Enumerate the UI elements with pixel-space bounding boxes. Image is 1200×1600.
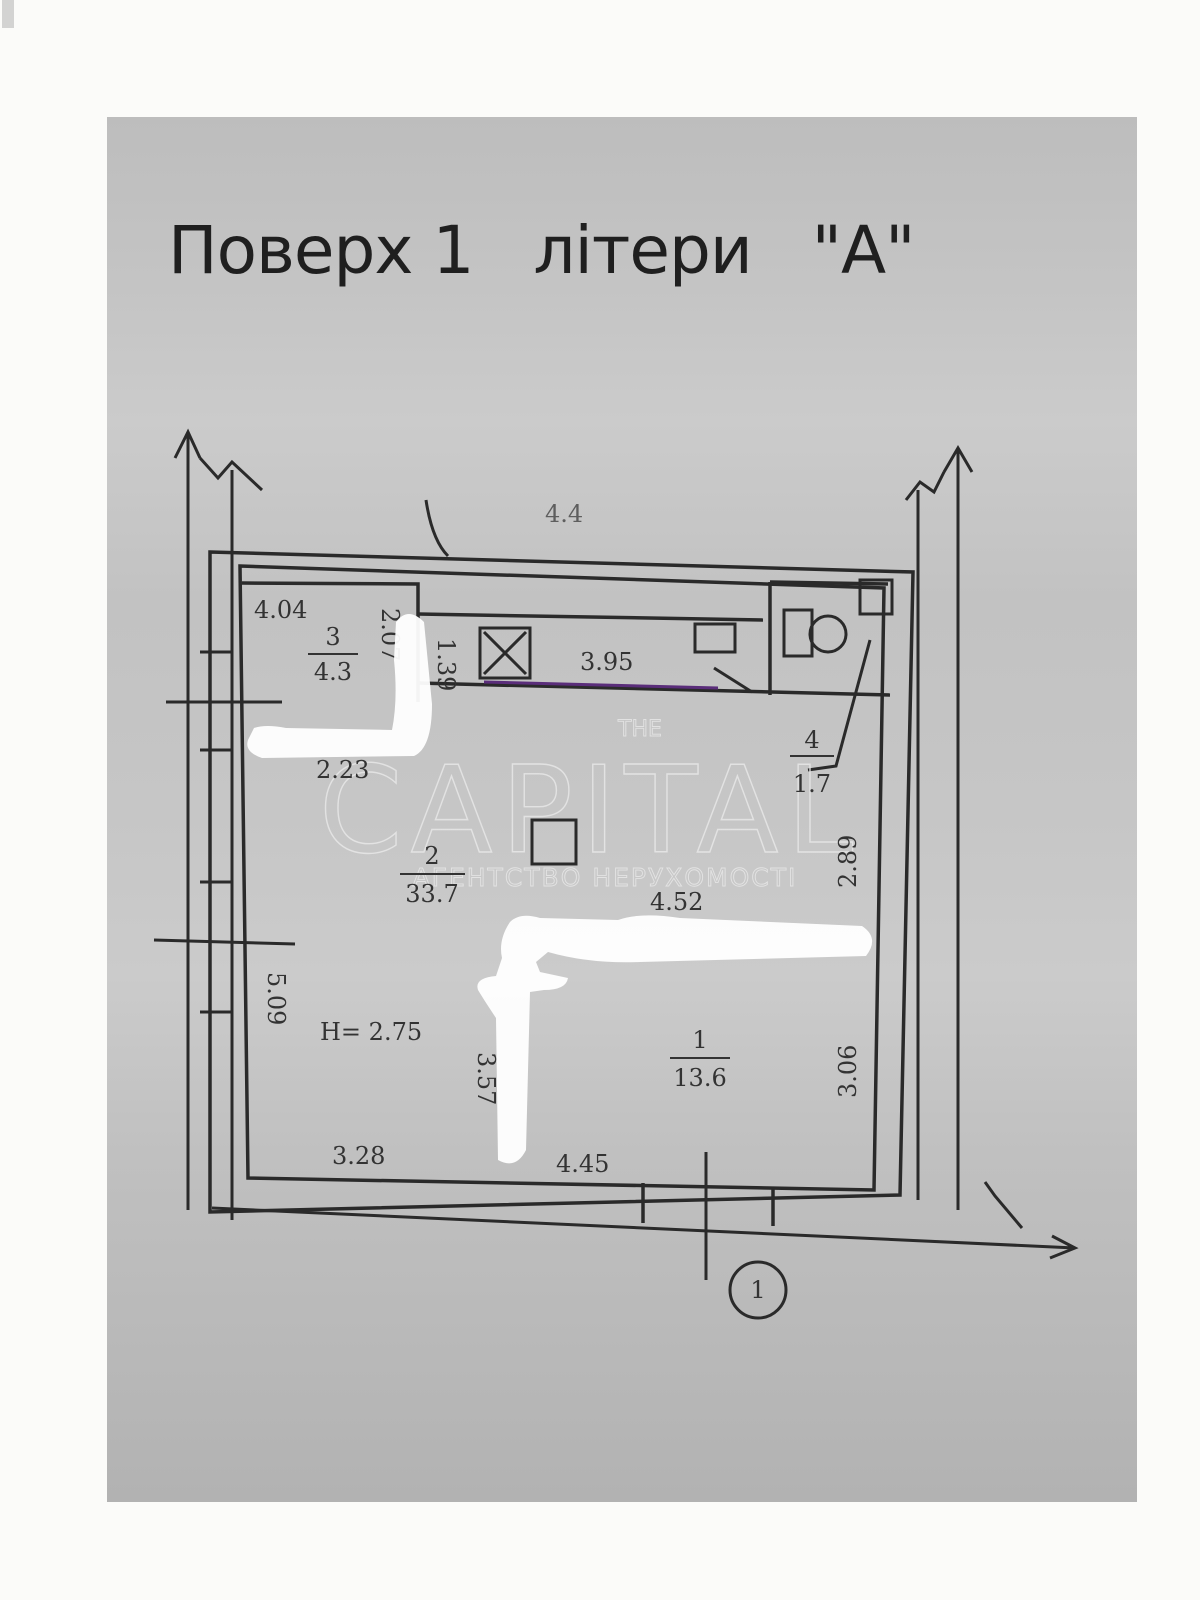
axis-arrows bbox=[173, 428, 1079, 1260]
bath-door-swing-icon bbox=[807, 639, 872, 772]
room1-number: 1 bbox=[692, 1026, 707, 1054]
watermark-brand: CAPITAL bbox=[319, 742, 862, 881]
entrance-marker-circle bbox=[728, 1260, 788, 1320]
redaction-upper-left bbox=[247, 614, 432, 758]
column-icon bbox=[530, 818, 578, 866]
toilet-tank-icon bbox=[782, 608, 814, 658]
plan-title: Поверх 1 літери "А" bbox=[168, 212, 916, 289]
toilet-icon bbox=[808, 614, 848, 654]
dim-top-left-width: 4.04 bbox=[254, 596, 307, 624]
ceiling-height: H= 2.75 bbox=[320, 1018, 422, 1046]
dim-right-mid-width: 4.52 bbox=[650, 888, 703, 916]
left-axis-arrow-icon bbox=[173, 428, 264, 1210]
redaction-marks bbox=[247, 614, 873, 1164]
room3-area: 4.3 bbox=[314, 658, 352, 686]
room3-number: 3 bbox=[325, 623, 340, 651]
ventilation-cross-icon bbox=[482, 630, 528, 676]
dim-bottom-left-width: 3.28 bbox=[332, 1142, 385, 1170]
top-wall-mark bbox=[424, 499, 450, 558]
room2-area: 33.7 bbox=[405, 880, 458, 908]
dimension-labels: 4.04 2.07 1.39 3.95 4.4 2.23 2.89 4.52 5… bbox=[254, 500, 862, 1304]
scan-edge-mark bbox=[2, 0, 14, 28]
left-wall-ticks bbox=[153, 650, 708, 1280]
door-swing-icon bbox=[713, 666, 753, 694]
floor-plan-photo bbox=[107, 117, 1137, 1502]
fixtures bbox=[424, 499, 894, 1320]
ventilation-box-icon bbox=[478, 626, 532, 680]
room-labels: 3 4.3 2 33.7 1 13.6 4 1.7 bbox=[308, 623, 834, 1092]
dim-passage-height: 1.39 bbox=[432, 638, 460, 691]
room4-number: 4 bbox=[804, 726, 819, 754]
redaction-lower-center bbox=[477, 915, 873, 1164]
dim-corridor-length: 3.95 bbox=[580, 648, 633, 676]
room4-area: 1.7 bbox=[793, 770, 831, 798]
bottom-axis-arrow-icon bbox=[211, 1181, 1079, 1260]
tick-lower bbox=[153, 938, 296, 946]
room2-number: 2 bbox=[424, 842, 439, 870]
dim-bottom-right-width: 4.45 bbox=[556, 1150, 609, 1178]
watermark-tagline: АГЕНТСТВО НЕРУХОМОСТІ bbox=[413, 863, 798, 892]
bath-partition bbox=[768, 580, 889, 695]
right-axis-arrow-icon bbox=[904, 445, 974, 1210]
dim-center-lower-height: 3.57 bbox=[472, 1052, 500, 1105]
dim-left-lower-height: 5.09 bbox=[262, 972, 290, 1025]
sink-icon bbox=[693, 622, 737, 654]
inner-wall bbox=[238, 564, 886, 1192]
dim-top-wall-note: 4.4 bbox=[545, 500, 583, 528]
outer-wall bbox=[208, 550, 915, 1214]
dim-left-mid-width: 2.23 bbox=[316, 756, 369, 784]
watermark-top: THE bbox=[617, 717, 662, 742]
dim-right-lower-height: 3.06 bbox=[834, 1045, 862, 1098]
corridor-top bbox=[417, 612, 764, 622]
corridor-bottom bbox=[417, 681, 891, 697]
room1-area: 13.6 bbox=[673, 1064, 726, 1092]
corridor-annotation-line bbox=[483, 680, 719, 690]
watermark: THE CAPITAL АГЕНТСТВО НЕРУХОМОСТІ bbox=[318, 717, 862, 893]
entrance-marker-label: 1 bbox=[750, 1276, 765, 1304]
dim-right-upper-height: 2.89 bbox=[834, 835, 862, 888]
boiler-icon bbox=[858, 578, 894, 616]
entrance-door bbox=[641, 1183, 775, 1226]
